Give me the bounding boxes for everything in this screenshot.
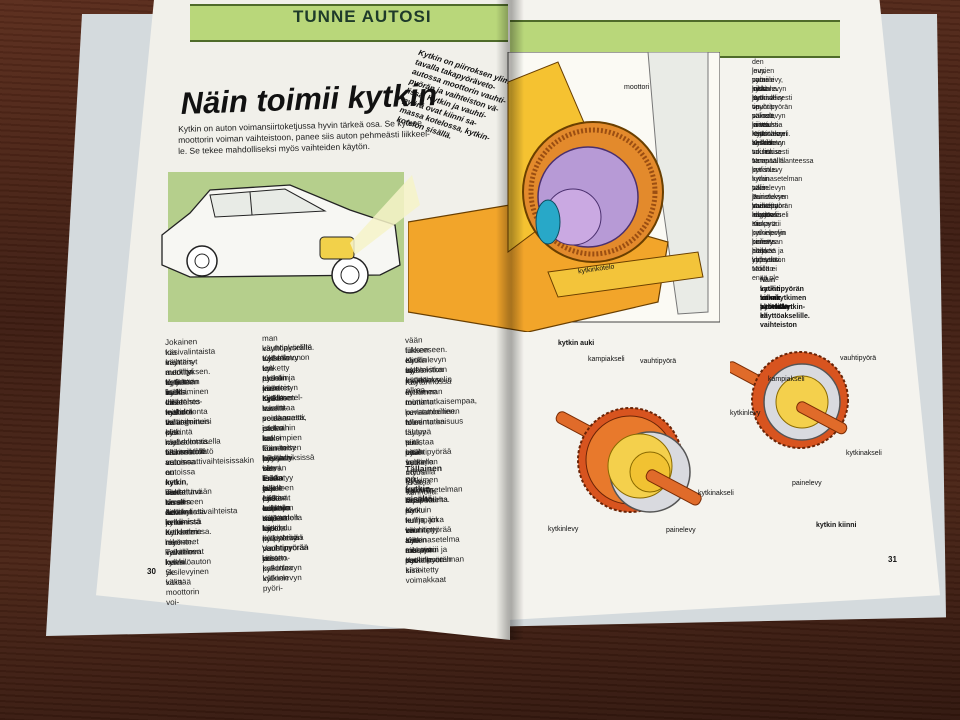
callout-beam	[350, 175, 420, 255]
car-window	[209, 188, 327, 218]
wheel-rear	[186, 245, 218, 277]
clutch-disc-blue	[535, 199, 561, 245]
label-kytkin-auki: kytkin auki	[558, 340, 595, 347]
label-vauhtipyora-1: vauhtipyörä	[640, 358, 677, 365]
engine-block	[647, 52, 709, 315]
label-kampiakseli-2: kampiakseli	[768, 376, 805, 383]
clutch-housing-illustration	[408, 52, 720, 332]
engine-highlight	[319, 236, 355, 260]
label-painelevy-1: painelevy	[666, 527, 696, 534]
car-illustration	[161, 175, 420, 294]
label-painelevy-2: painelevy	[792, 480, 822, 487]
label-kytkinakseli-1: kytkinakseli	[698, 490, 734, 497]
wheel-front	[331, 256, 369, 294]
book-spine-shadow	[496, 0, 524, 640]
label-kytkinlevy-1: kytkinlevy	[548, 526, 579, 533]
page-number-left: 30	[147, 567, 156, 576]
label-kytkinlevy-2: kytkinlevy	[730, 410, 761, 417]
label-kytkinakseli-2: kytkinakseli	[846, 450, 882, 457]
clutch-lever	[547, 251, 704, 298]
page-number-right: 31	[888, 555, 897, 564]
label-moottori: moottori	[624, 84, 650, 91]
section-banner-title: TUNNE AUTOSI	[293, 7, 432, 26]
label-kytkin-kiinni: kytkin kiinni	[816, 522, 857, 529]
section-banner-left	[190, 4, 508, 42]
clutch-shaft-open	[645, 469, 702, 506]
label-kampiakseli-1: kampiakseli	[588, 356, 625, 363]
label-vauhtipyora-2: vauhtipyörä	[840, 355, 877, 362]
clutch-closed-diagram	[730, 351, 849, 449]
clutch-open-diagram	[555, 407, 702, 513]
